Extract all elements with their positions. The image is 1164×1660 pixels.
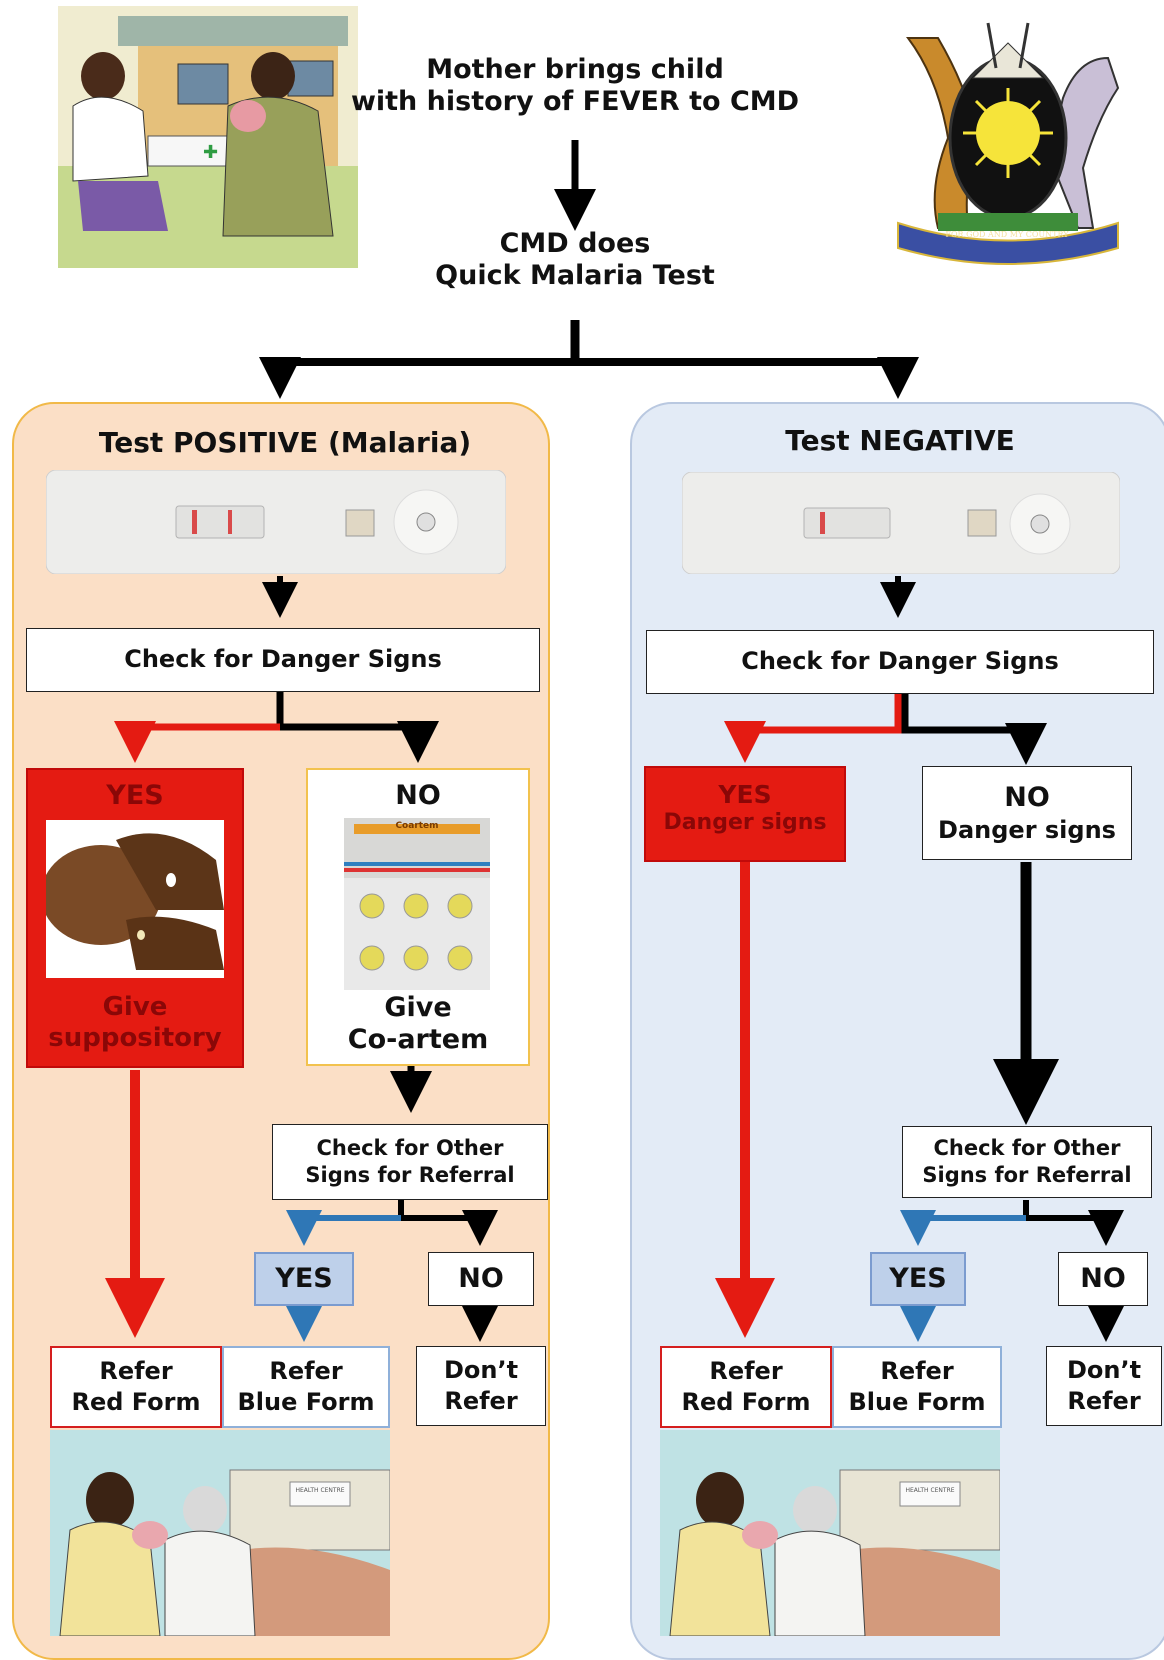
- negative-yes-label: YES Danger signs: [646, 780, 844, 836]
- negative-clinic-sign: HEALTH CENTRE: [905, 1487, 955, 1494]
- negative-no-other-box: NO: [1058, 1252, 1148, 1306]
- quick-test-line-2: Quick Malaria Test: [435, 260, 715, 292]
- negative-yes-other-box: YES: [870, 1252, 966, 1306]
- negative-test-cassette: [682, 472, 1120, 574]
- negative-referral-illustration: HEALTH CENTRE: [660, 1430, 1000, 1636]
- negative-check-other-box: Check for Other Signs for Referral: [902, 1126, 1152, 1198]
- negative-refer-red-line-2: Red Form: [681, 1388, 811, 1416]
- quick-test-step: CMD does Quick Malaria Test: [380, 228, 770, 293]
- positive-clinic-sign: HEALTH CENTRE: [295, 1487, 345, 1494]
- negative-refer-blue-line-1: Refer: [880, 1356, 954, 1385]
- negative-title: Test NEGATIVE: [785, 424, 1015, 457]
- positive-refer-blue-line-2: Blue Form: [237, 1388, 375, 1416]
- coartem-pack-label: Coartem: [395, 821, 439, 831]
- positive-no-other-box: NO: [428, 1252, 534, 1306]
- positive-refer-red-line-1: Refer: [99, 1356, 173, 1385]
- positive-check-other-line-1: Check for Other: [316, 1135, 504, 1160]
- positive-title: Test POSITIVE (Malaria): [98, 426, 472, 459]
- suppository-illustration: [46, 820, 224, 978]
- positive-dont-refer-box: Don’t Refer: [416, 1346, 546, 1426]
- negative-check-other-line-1: Check for Other: [933, 1135, 1121, 1160]
- positive-refer-red-box: Refer Red Form: [50, 1346, 222, 1428]
- negative-check-other-line-2: Signs for Referral: [922, 1163, 1132, 1187]
- coartem-pack-image: Coartem: [344, 818, 490, 990]
- positive-check-other-line-2: Signs for Referral: [305, 1163, 515, 1187]
- negative-yes-line-2: Danger signs: [663, 810, 827, 835]
- negative-yes-danger-box: YES Danger signs: [644, 766, 846, 862]
- positive-dont-refer-line-2: Refer: [444, 1387, 518, 1415]
- positive-check-other-box: Check for Other Signs for Referral: [272, 1124, 548, 1200]
- negative-no-danger-box: NO Danger signs: [922, 766, 1132, 860]
- positive-no-label: NO: [395, 780, 441, 811]
- start-line-2: with history of FEVER to CMD: [350, 86, 800, 118]
- negative-refer-blue-box: Refer Blue Form: [832, 1346, 1002, 1428]
- negative-no-line-2: Danger signs: [938, 815, 1116, 844]
- emblem-motto: FOR GOD AND MY COUNTRY: [945, 230, 1069, 239]
- start-step: Mother brings child with history of FEVE…: [350, 54, 800, 119]
- give-coartem-label: Give Co-artem: [308, 992, 528, 1057]
- positive-dont-refer-line-1: Don’t: [443, 1355, 519, 1384]
- negative-check-danger-box: Check for Danger Signs: [646, 630, 1154, 694]
- give-suppository-label: Give suppository: [28, 992, 242, 1054]
- negative-yes-line-1: YES: [718, 780, 772, 809]
- positive-yes-danger-box: YES Give suppository: [26, 768, 244, 1068]
- quick-test-line-1: CMD does: [499, 228, 651, 259]
- negative-refer-red-line-1: Refer: [709, 1356, 783, 1385]
- negative-dont-refer-line-2: Refer: [1067, 1387, 1141, 1415]
- positive-refer-blue-box: Refer Blue Form: [222, 1346, 390, 1428]
- positive-refer-blue-line-1: Refer: [269, 1356, 343, 1385]
- positive-yes-other-box: YES: [254, 1252, 354, 1306]
- positive-test-cassette: [46, 470, 506, 574]
- negative-no-line-1: NO: [1004, 781, 1050, 813]
- give-suppository-line-1: Give: [102, 992, 168, 1022]
- coat-of-arms-emblem: FOR GOD AND MY COUNTRY: [878, 18, 1136, 270]
- positive-check-danger-box: Check for Danger Signs: [26, 628, 540, 692]
- negative-refer-blue-line-2: Blue Form: [848, 1388, 986, 1416]
- give-suppository-line-2: suppository: [48, 1023, 222, 1054]
- svg-text:✚: ✚: [203, 142, 218, 163]
- start-line-1: Mother brings child: [426, 54, 724, 85]
- negative-refer-red-box: Refer Red Form: [660, 1346, 832, 1428]
- negative-dont-refer-line-1: Don’t: [1066, 1355, 1142, 1384]
- cmd-illustration: ✚: [58, 6, 358, 268]
- positive-yes-label: YES: [106, 780, 164, 811]
- positive-no-danger-box: NO Coartem Give Co-artem: [306, 768, 530, 1066]
- give-coartem-line-2: Co-artem: [347, 1024, 489, 1056]
- positive-referral-illustration: HEALTH CENTRE: [50, 1430, 390, 1636]
- positive-refer-red-line-2: Red Form: [71, 1388, 201, 1416]
- negative-dont-refer-box: Don’t Refer: [1046, 1346, 1162, 1426]
- give-coartem-line-1: Give: [384, 992, 452, 1023]
